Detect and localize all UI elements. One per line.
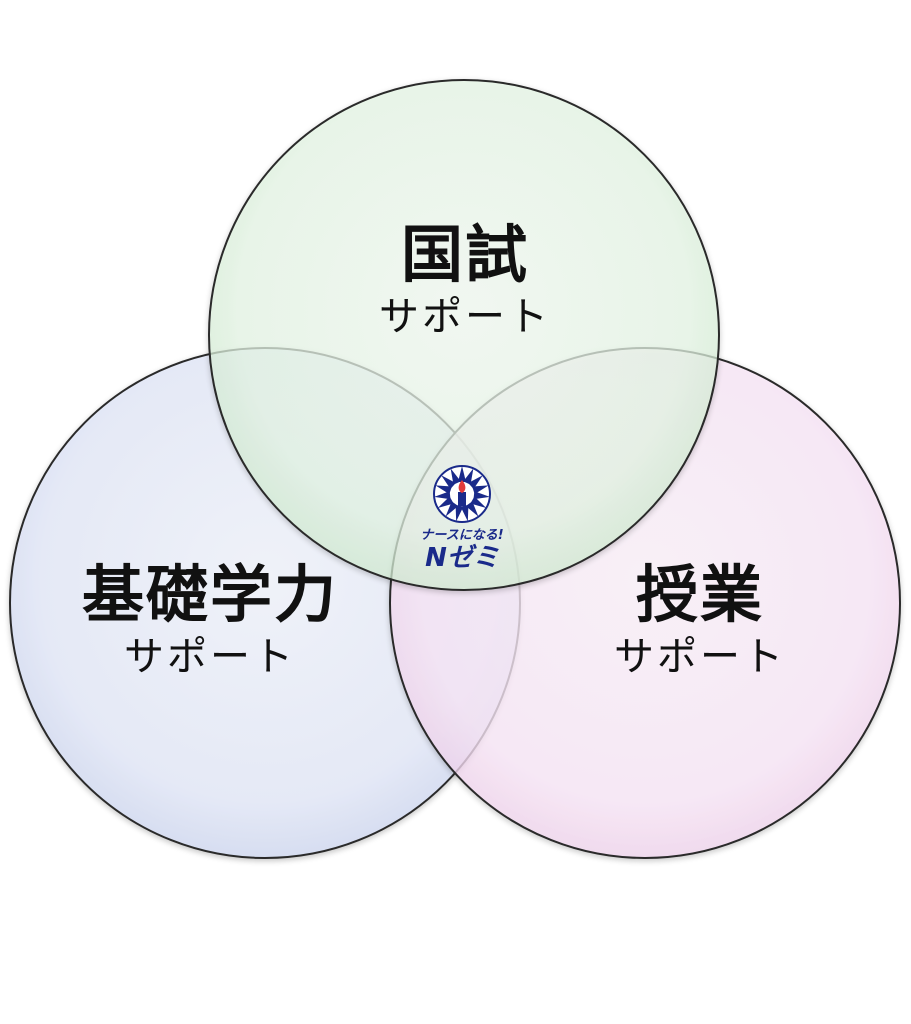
torch-emblem-icon [433, 465, 491, 523]
kokushi-title: 国試 [400, 218, 529, 291]
kokushi-subtitle: サポート [379, 294, 551, 340]
nzemi-logo: ナースになる! Nゼミ [406, 462, 518, 586]
logo-brand: Nゼミ [425, 543, 499, 573]
kokushi-label: 国試 サポート [300, 218, 630, 342]
kiso-title: 基礎学力 [81, 558, 338, 631]
jugyo-label: 授業 サポート [520, 558, 880, 682]
kiso-subtitle: サポート [124, 634, 296, 680]
logo-tagline: ナースになる! [420, 528, 504, 543]
jugyo-subtitle: サポート [614, 634, 786, 680]
kiso-label: 基礎学力 サポート [40, 558, 380, 682]
circle-kokushi [208, 79, 720, 591]
jugyo-title: 授業 [635, 558, 764, 631]
